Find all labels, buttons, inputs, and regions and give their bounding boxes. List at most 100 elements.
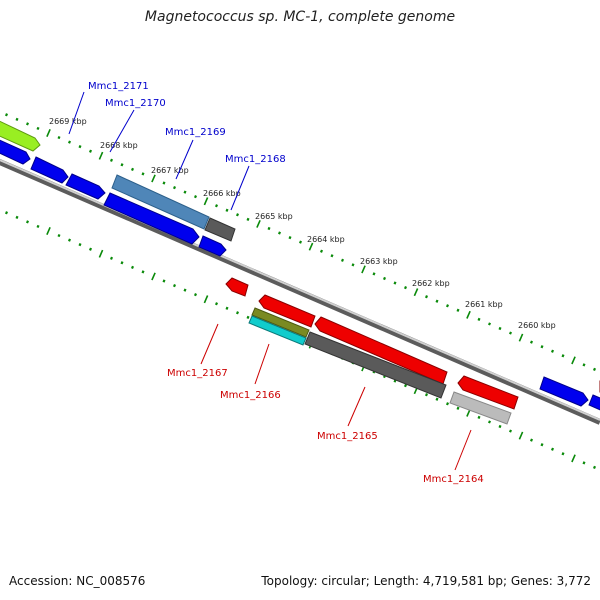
gene-label: Mmc1_2166 [220, 390, 281, 401]
gene-mmc1-2168 [204, 217, 236, 242]
minor-tick [561, 354, 565, 358]
minor-tick [393, 281, 397, 285]
gene-arrow-reverse [457, 375, 519, 410]
minor-tick [193, 195, 198, 199]
major-tick [46, 128, 51, 138]
minor-tick [403, 285, 408, 290]
minor-tick [183, 288, 187, 292]
kbp-label: 2665 kbp [255, 212, 293, 221]
major-tick [256, 219, 261, 228]
minor-tick [435, 397, 439, 401]
minor-tick [4, 113, 9, 117]
kbp-label: 2662 kbp [412, 279, 450, 288]
kbp-label: 2661 kbp [465, 300, 503, 309]
minor-tick [246, 217, 250, 222]
gene-arrow-reverse [314, 316, 448, 385]
gene-mmc1-2166-cyan [248, 315, 307, 346]
minor-tick [120, 261, 124, 265]
minor-tick [120, 163, 124, 167]
minor-tick [267, 226, 271, 231]
minor-tick [130, 265, 135, 270]
minor-tick [130, 167, 135, 172]
minor-tick [550, 349, 555, 353]
minor-tick [456, 308, 460, 312]
minor-tick [141, 270, 145, 274]
minor-tick [403, 383, 408, 388]
minor-tick [498, 326, 502, 331]
major-tick [46, 226, 51, 236]
minor-tick [36, 126, 40, 131]
gene-label: Mmc1_2170 [105, 98, 166, 109]
major-tick [361, 265, 366, 274]
forward-strand-genes [0, 120, 600, 411]
minor-tick [477, 317, 481, 322]
minor-tick [172, 283, 177, 288]
gene-label: Mmc1_2168 [225, 154, 286, 165]
minor-tick [582, 363, 586, 367]
kbp-label: 2668 kbp [100, 141, 138, 150]
gene-arrow-forward [30, 156, 69, 184]
minor-tick [25, 220, 30, 224]
minor-tick [540, 345, 544, 349]
accession-text: Accession: NC_008576 [9, 574, 146, 588]
minor-tick [561, 452, 565, 456]
gene-label: Mmc1_2164 [423, 474, 484, 485]
kbp-label: 2666 kbp [203, 189, 241, 198]
gene-labels-top: Mmc1_2171 Mmc1_2170 Mmc1_2169 Mmc1_2168 [88, 81, 286, 165]
label-leader-lines [68, 91, 472, 471]
gene-arrow-forward [0, 139, 31, 165]
minor-tick [88, 149, 93, 153]
gene-arrow-forward [65, 173, 106, 200]
minor-tick [88, 247, 93, 251]
genome-backbone [0, 158, 600, 425]
minor-tick [141, 172, 145, 176]
minor-tick [67, 140, 72, 144]
minor-tick [109, 158, 114, 162]
minor-tick [435, 299, 439, 303]
gene-labels-bottom: Mmc1_2167 Mmc1_2166 Mmc1_2165 Mmc1_2164 [167, 368, 484, 485]
major-tick [571, 454, 576, 463]
kbp-label: 2667 kbp [151, 166, 189, 175]
gene-arrow-forward [588, 394, 600, 411]
minor-tick [372, 272, 376, 276]
minor-tick [235, 213, 240, 217]
minor-tick [582, 461, 586, 465]
kbp-label: 2660 kbp [518, 321, 556, 330]
major-tick [203, 197, 209, 206]
minor-tick [487, 420, 492, 424]
minor-tick [162, 279, 166, 283]
minor-tick [529, 438, 534, 442]
genome-summary-text: Topology: circular; Length: 4,719,581 bp… [261, 574, 591, 588]
gene-arrow-reverse [225, 277, 249, 297]
major-tick [98, 249, 104, 258]
major-tick [518, 333, 524, 342]
major-tick [466, 310, 471, 319]
major-tick [151, 272, 156, 281]
minor-tick [298, 240, 303, 244]
minor-tick [162, 181, 166, 185]
page-title: Magnetococcus sp. MC-1, complete genome [144, 9, 456, 25]
minor-tick [540, 443, 544, 447]
minor-tick [25, 122, 30, 126]
gene-arrow-reverse [258, 294, 316, 328]
gene-label: Mmc1_2167 [167, 368, 228, 379]
minor-tick [487, 322, 492, 326]
minor-tick [424, 393, 429, 397]
kbp-label: 2669 kbp [49, 117, 87, 126]
minor-tick [550, 447, 555, 451]
kbp-scale-labels: 2669 kbp 2668 kbp 2667 kbp 2666 kbp 2665… [49, 117, 556, 330]
minor-tick [445, 304, 450, 308]
minor-tick [351, 263, 355, 267]
major-tick [308, 242, 314, 251]
minor-tick [498, 424, 502, 429]
gene-mmc1-2169 [111, 174, 210, 230]
major-tick [98, 151, 104, 160]
minor-tick [67, 238, 72, 242]
gene-arrow-forward [539, 376, 589, 407]
minor-tick [214, 302, 219, 306]
minor-tick [36, 224, 40, 229]
minor-tick [319, 249, 324, 253]
outer-tick-track [4, 113, 597, 372]
gene-mmc1-2166-olive [251, 307, 310, 338]
